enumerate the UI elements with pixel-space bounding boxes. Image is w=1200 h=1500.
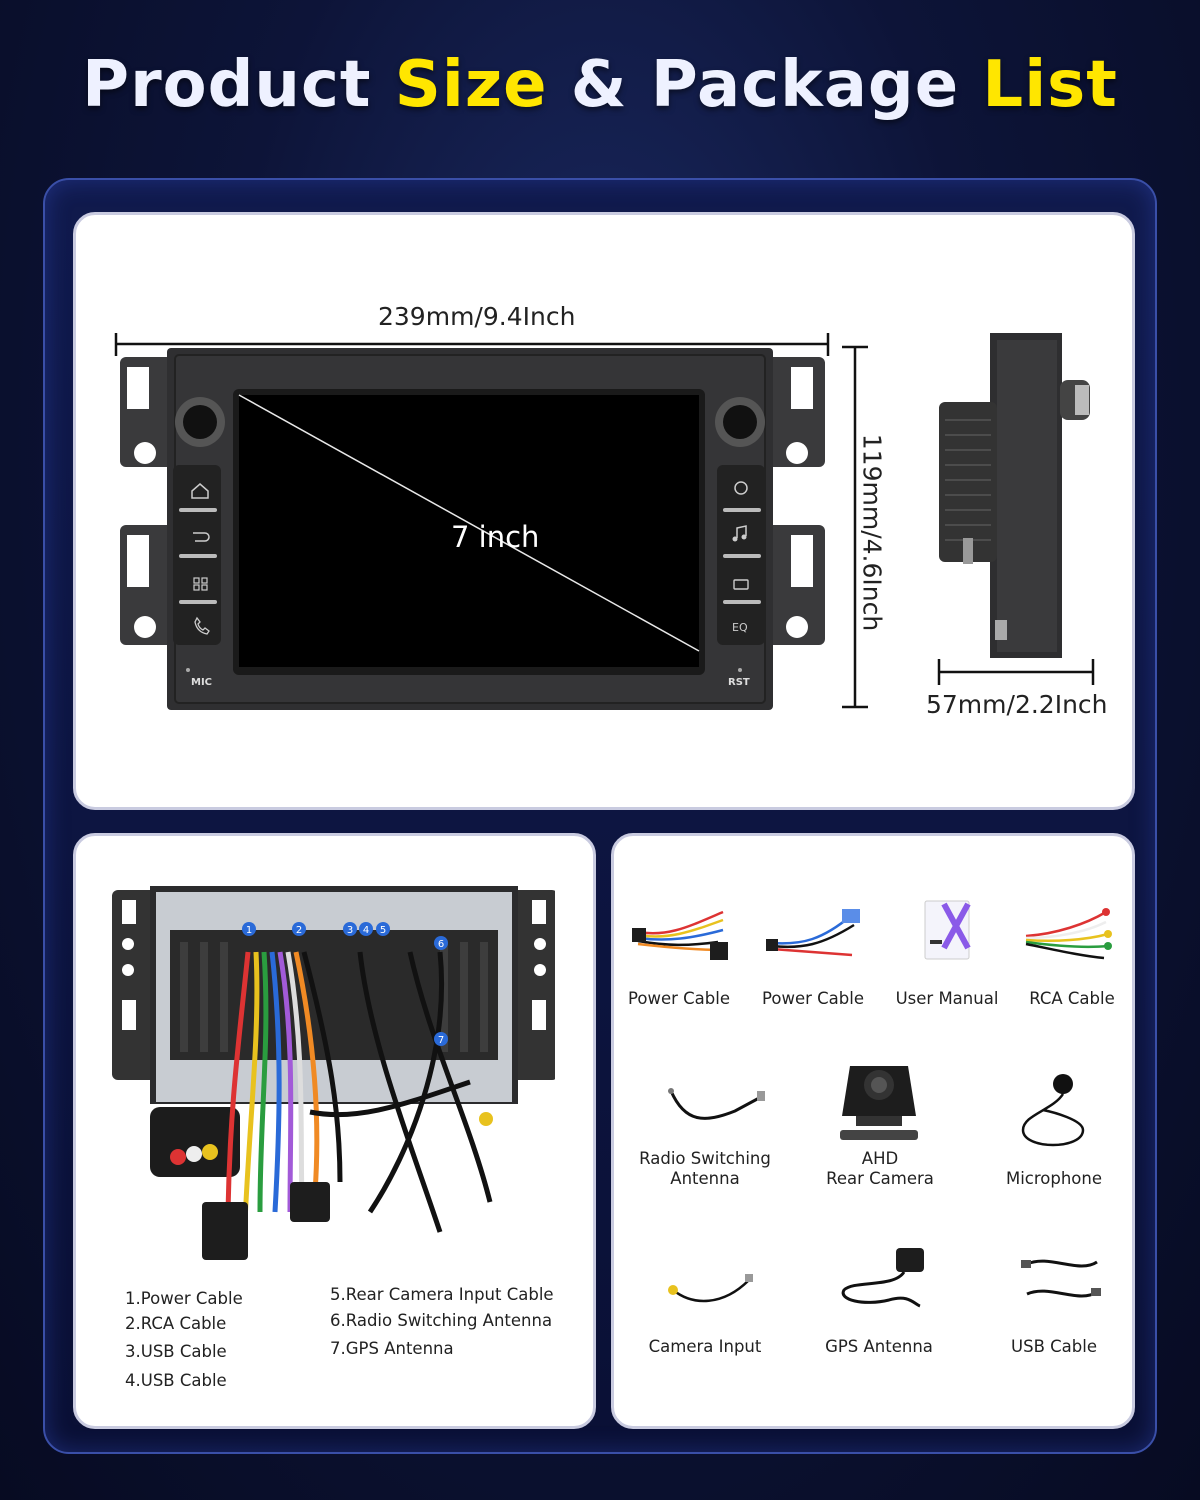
power-cable-2-image (766, 909, 860, 957)
marker-3: 3 (347, 925, 353, 936)
package-camera-input-label: Camera Input (648, 1337, 762, 1356)
package-radio-antenna-label: Radio Switching Antenna (625, 1149, 785, 1189)
radio-antenna-line1: Radio Switching (639, 1149, 771, 1168)
head-unit-side-image (939, 333, 1090, 658)
rear-list-item-4: 4.USB Cable (125, 1371, 227, 1390)
package-microphone-label: Microphone (1005, 1169, 1103, 1188)
marker-7: 7 (438, 1035, 444, 1046)
rear-camera-line2: Rear Camera (826, 1169, 934, 1188)
screen-size-label: 7 inch (451, 520, 540, 554)
rear-list-item-2: 2.RCA Cable (125, 1314, 227, 1333)
width-dimension-label: 239mm/9.4Inch (378, 302, 576, 331)
head-unit-front-image (120, 348, 825, 710)
height-dimension-label: 119mm/4.6Inch (857, 433, 887, 632)
title-part3: & Package (547, 48, 983, 122)
depth-dimension-label: 57mm/2.2Inch (926, 690, 1108, 719)
rear-list-item-3: 3.USB Cable (125, 1342, 227, 1361)
gps-antenna-image (841, 1248, 924, 1308)
rear-list-item-1: 1.Power Cable (125, 1289, 243, 1308)
user-manual-image (924, 900, 971, 960)
package-usb-cable-label: USB Cable (1011, 1337, 1097, 1356)
marker-1: 1 (246, 925, 252, 936)
marker-6: 6 (438, 939, 444, 950)
power-cable-1-image (632, 910, 728, 960)
page-title: Product Size & Package List (0, 48, 1200, 122)
package-power-cable-1-label: Power Cable (628, 989, 730, 1008)
rca-cable-image (1025, 908, 1112, 960)
rear-camera-line1: AHD (861, 1149, 899, 1168)
package-power-cable-2-label: Power Cable (762, 989, 864, 1008)
radio-antenna-line2: Antenna (670, 1169, 740, 1188)
title-highlight-size: Size (394, 48, 548, 122)
rst-label: RST (728, 677, 750, 688)
ahd-rear-camera-image (840, 1066, 918, 1140)
rear-view-markers: 1 2 3 4 5 6 7 (242, 922, 448, 1046)
depth-dimension-line (937, 659, 1095, 685)
radio-switching-antenna-image (668, 1088, 765, 1120)
head-unit-rear-image (112, 886, 555, 1260)
rear-list-item-6: 6.Radio Switching Antenna (330, 1311, 553, 1330)
title-highlight-list: List (982, 48, 1118, 122)
package-rear-camera-label: AHD Rear Camera (805, 1149, 955, 1189)
mic-label: MIC (191, 677, 213, 688)
camera-input-image (668, 1274, 753, 1303)
height-dimension-line (842, 345, 868, 709)
title-part1: Product (82, 48, 395, 122)
rear-list-item-7: 7.GPS Antenna (330, 1339, 454, 1358)
package-rca-cable-label: RCA Cable (1029, 989, 1115, 1008)
marker-2: 2 (296, 925, 302, 936)
microphone-image (1021, 1074, 1085, 1147)
eq-button-label: EQ (732, 621, 748, 634)
marker-5: 5 (380, 925, 386, 936)
rear-list-item-5: 5.Rear Camera Input Cable (330, 1285, 554, 1304)
package-gps-antenna-label: GPS Antenna (825, 1337, 933, 1356)
width-dimension-line (114, 333, 830, 356)
marker-4: 4 (363, 925, 369, 936)
package-user-manual-label: User Manual (895, 989, 999, 1008)
usb-cable-image (1021, 1259, 1101, 1298)
